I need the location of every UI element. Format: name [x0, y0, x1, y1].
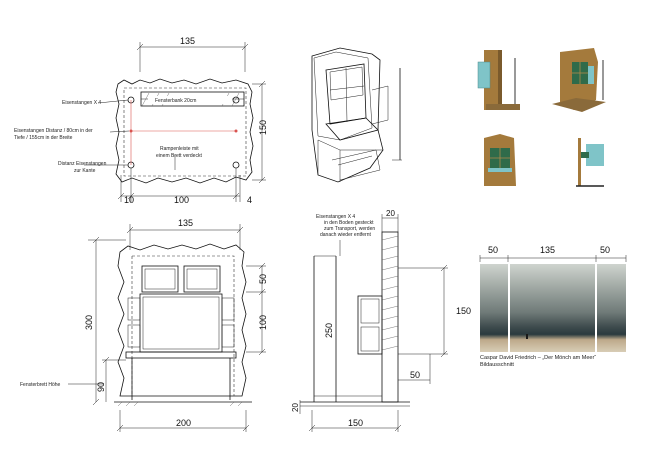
side-dim-bar-height: 250	[324, 323, 334, 338]
front-label-sill-height: Fensterbrett Höhe	[20, 382, 61, 388]
side-dim-depth: 50	[410, 370, 420, 380]
bar-marker	[232, 96, 240, 104]
perspective-sketch	[311, 47, 402, 183]
plan-label-distance: Eisenstangen Distanz / 80cm in der Tiefe…	[14, 128, 94, 141]
front-dim-height: 300	[84, 315, 94, 330]
front-dim-top: 135	[178, 218, 193, 228]
painting-caption: Caspar David Friedrich – „Der Mönch am M…	[480, 355, 596, 368]
front-dim-window: 100	[258, 315, 268, 330]
front-dim-sill: 90	[96, 382, 106, 392]
plan-view: 135 Fensterbank 20cm Eisenstangen X	[14, 36, 268, 205]
side-dim-bottom: 150	[348, 418, 363, 428]
side-dim-floor: 20	[291, 403, 300, 412]
side-label-bars-floor: Eisenstangen X 4 in den Boden gesteckt z…	[316, 214, 377, 238]
painting-reference: 50 135 50	[479, 245, 627, 352]
front-elevation: 135 300	[20, 218, 268, 432]
painting-dim-right: 50	[600, 245, 610, 255]
plan-dim-width: 135	[180, 36, 195, 46]
painting-caption-line2: Bildausschnitt	[480, 361, 514, 368]
plan-dim-left: 10	[124, 195, 134, 205]
plan-dim-height: 150	[258, 120, 268, 135]
painting-caption-line1: Caspar David Friedrich – „Der Mönch am M…	[480, 355, 597, 361]
plan-label-distance-edge: Distanz Eisenstangen zur Kante	[58, 161, 108, 174]
render-thumb	[576, 138, 604, 187]
plan-label-ramp: Rampenleiste mit einem Brett verdeckt	[156, 146, 202, 159]
plan-dim-mid: 100	[174, 195, 189, 205]
render-thumb	[484, 134, 516, 186]
front-dim-upper: 50	[258, 274, 268, 284]
render-thumbnails	[477, 48, 606, 187]
front-dim-bottom: 200	[176, 418, 191, 428]
plan-dim-right: 4	[247, 195, 252, 205]
side-elevation: 20 Eisenstangen X 4 in den Boden gesteck…	[291, 209, 471, 432]
side-dim-top: 20	[386, 209, 395, 218]
plan-label-bars: Eisenstangen X 4	[62, 100, 101, 106]
painting-dim-left: 50	[488, 245, 498, 255]
render-thumb	[552, 48, 606, 112]
painting-image	[480, 264, 626, 352]
side-dim-box: 150	[456, 306, 471, 316]
painting-dim-center: 135	[540, 245, 555, 255]
bar-marker	[232, 161, 240, 169]
render-thumb	[477, 50, 520, 110]
plan-label-windowsill: Fensterbank 20cm	[155, 98, 196, 104]
